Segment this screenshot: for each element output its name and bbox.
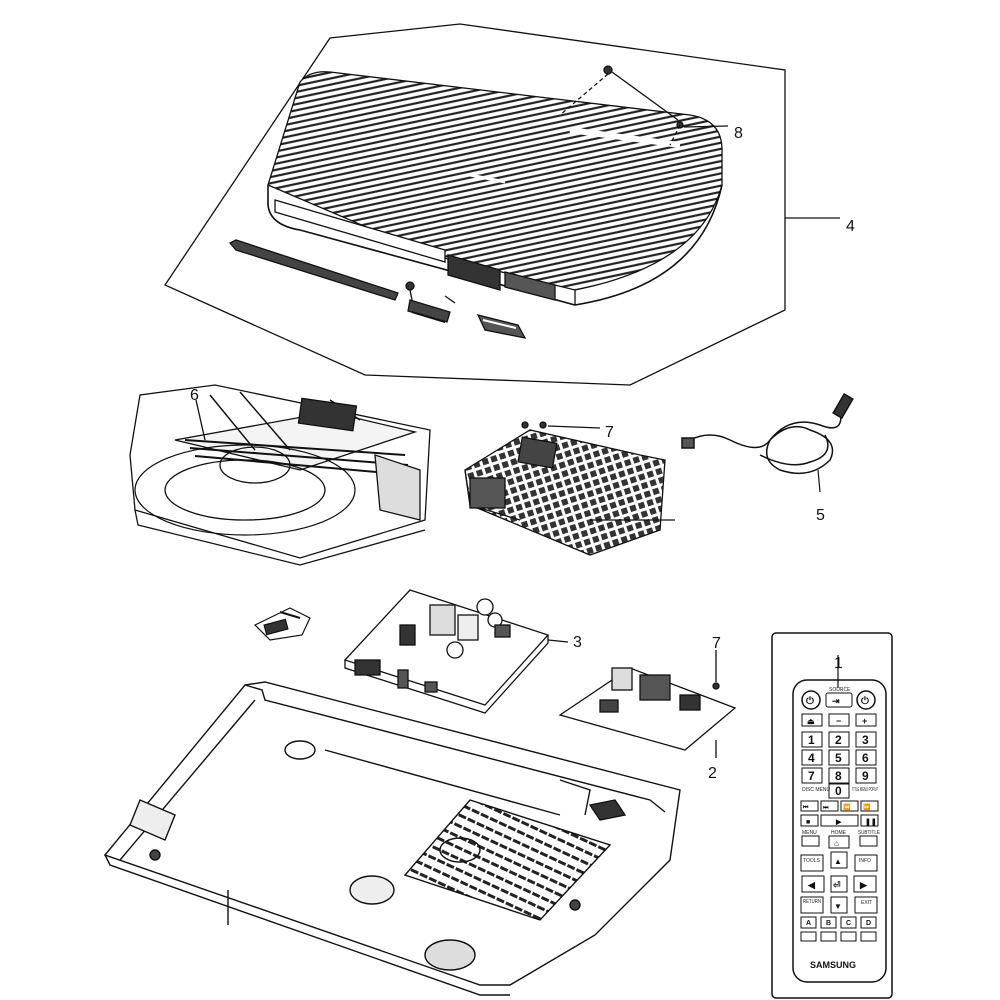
svg-text:−: −	[836, 716, 841, 726]
callout-7-top: 7	[605, 424, 614, 441]
svg-text:⏪: ⏪	[843, 803, 851, 811]
svg-text:B: B	[826, 920, 831, 927]
remote-control-part: ⏻ SOURCE ⇥ ⏻ ⏏ − + 1	[771, 632, 893, 999]
svg-text:⌂: ⌂	[834, 839, 839, 848]
svg-text:8: 8	[835, 769, 842, 783]
remote-power-button: ⏻	[801, 690, 821, 710]
svg-text:INFO: INFO	[859, 858, 871, 864]
svg-text:3: 3	[862, 733, 869, 747]
svg-text:▶: ▶	[859, 880, 868, 890]
svg-text:⏻: ⏻	[806, 695, 814, 707]
jack-board-part	[558, 650, 737, 758]
callout-5: 5	[816, 507, 825, 524]
small-module-part	[253, 607, 311, 641]
remote-digit-keys: 1 2 3 4 5 6 7 8 9 0	[801, 731, 877, 799]
svg-text:⏎: ⏎	[832, 880, 841, 890]
svg-text:⇥: ⇥	[832, 696, 840, 706]
svg-text:9: 9	[862, 769, 869, 783]
svg-text:A: A	[806, 920, 811, 927]
svg-text:HOME: HOME	[831, 830, 847, 836]
svg-text:SUBTITLE: SUBTITLE	[858, 830, 881, 836]
callout-3: 3	[573, 634, 582, 651]
callout-2: 2	[708, 765, 717, 782]
svg-text:7: 7	[808, 769, 815, 783]
callout-7-right: 7	[712, 635, 721, 652]
remote-transport-keys	[800, 800, 879, 827]
remote-tv-power-button: ⏻	[856, 690, 876, 710]
svg-text:TOOLS: TOOLS	[803, 858, 821, 864]
svg-text:■: ■	[806, 819, 810, 826]
disc-loader-part	[129, 384, 431, 566]
svg-text:EXIT: EXIT	[861, 900, 872, 906]
svg-text:0: 0	[835, 784, 842, 798]
svg-text:MENU: MENU	[802, 830, 817, 836]
svg-text:2: 2	[835, 733, 842, 747]
svg-text:❚❚: ❚❚	[865, 818, 877, 826]
svg-text:4: 4	[808, 751, 815, 765]
svg-text:▲: ▲	[834, 857, 842, 866]
front-bracket-part	[476, 314, 527, 339]
callout-4: 4	[846, 218, 855, 235]
power-cord-part	[681, 392, 854, 493]
svg-text:⏏: ⏏	[807, 717, 815, 726]
power-supply-part	[464, 421, 675, 556]
svg-text:6: 6	[862, 751, 869, 765]
svg-text:⏩: ⏩	[863, 803, 871, 811]
svg-text:SOURCE: SOURCE	[829, 687, 851, 693]
svg-text:TITLE MENU POPUP: TITLE MENU POPUP	[852, 787, 878, 793]
front-buttons-part	[405, 281, 456, 323]
svg-text:C: C	[846, 920, 851, 927]
svg-text:1: 1	[808, 733, 815, 747]
callout-8: 8	[734, 125, 743, 142]
svg-text:⏮: ⏮	[803, 805, 809, 811]
top-screw	[559, 65, 684, 146]
remote-source-button: SOURCE ⇥	[825, 687, 853, 708]
remote-brand-logo: SAMSUNG	[810, 960, 856, 970]
svg-text:▼: ▼	[834, 902, 842, 911]
cabinet-assembly-group	[164, 23, 840, 386]
svg-text:RETURN: RETURN	[803, 899, 821, 905]
svg-text:▶: ▶	[835, 819, 842, 826]
front-trim-strip	[228, 239, 399, 301]
svg-text:◀: ◀	[807, 880, 816, 890]
svg-text:⏭: ⏭	[823, 805, 829, 811]
callout-1: 1	[834, 655, 843, 672]
svg-text:+: +	[862, 716, 867, 726]
svg-text:⏻: ⏻	[861, 695, 869, 707]
bottom-chassis-part	[103, 681, 681, 996]
main-board-part	[343, 589, 569, 714]
svg-text:D: D	[866, 920, 871, 927]
svg-text:5: 5	[835, 751, 842, 765]
group-outline	[164, 23, 786, 386]
callout-6: 6	[190, 387, 199, 404]
svg-text:DISC MENU: DISC MENU	[802, 787, 830, 793]
